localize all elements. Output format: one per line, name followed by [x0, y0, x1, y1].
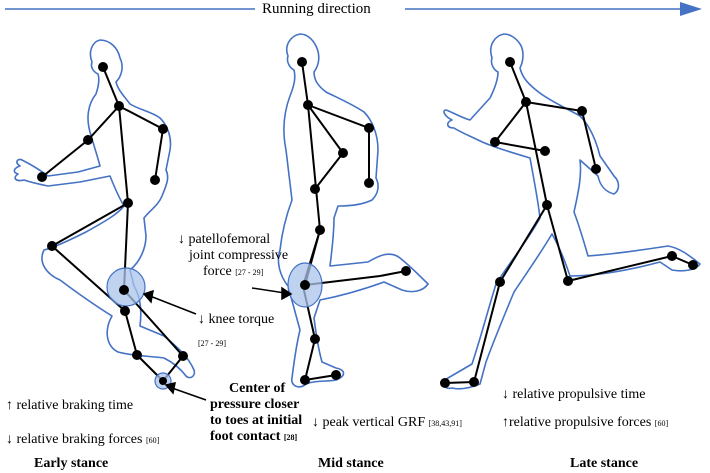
stage-label-mid: Mid stance	[318, 456, 384, 471]
cop-arrow	[171, 387, 207, 401]
running-direction-label: Running direction	[262, 1, 371, 17]
stage-label-late: Late stance	[570, 456, 639, 471]
knee-torque-text: ↓ knee torque	[198, 312, 275, 327]
late-stance-skeleton	[444, 61, 694, 384]
late-stance-body-outline	[442, 33, 701, 390]
cop-ref: [28]	[283, 433, 298, 442]
cop-line4: foot contact	[210, 429, 281, 444]
propulsive-forces-group: ↑relative propulsive forces [60]	[502, 415, 668, 432]
annotation-arrows	[142, 286, 293, 401]
mid-stance-body-outline	[277, 33, 429, 388]
early-stance-body-outline	[13, 39, 196, 379]
knee-torque-ref: [27 - 29]	[198, 339, 226, 348]
patello-line1: ↓ patellofemoral	[178, 232, 271, 247]
mid-stance-joints	[297, 57, 411, 385]
propulsive-forces-ref: [60]	[654, 419, 669, 428]
patello-line2: joint compressive	[189, 248, 289, 263]
late-stance-figure	[440, 33, 701, 390]
mid-stance-figure	[277, 33, 429, 388]
cop-line4-group: foot contact [28]	[210, 429, 297, 446]
cop-line3: to toes at initial	[210, 413, 303, 428]
peak-grf-ref: [38,43,91]	[428, 419, 462, 428]
cop-line1: Center of	[229, 381, 286, 396]
early-stance-skeleton	[41, 66, 184, 382]
propulsive-forces-text: ↑relative propulsive forces	[502, 415, 652, 430]
patello-line3: force	[203, 264, 232, 279]
early-stance-joints	[37, 62, 188, 385]
braking-forces-ref: [60]	[145, 436, 160, 445]
late-stance-joints	[440, 57, 698, 388]
early-stance-figure	[13, 39, 196, 390]
braking-forces-group: ↓ relative braking forces [60]	[6, 432, 159, 449]
braking-forces-text: ↓ relative braking forces	[6, 432, 143, 447]
mid-stance-skeleton	[301, 61, 407, 381]
braking-time-text: ↑ relative braking time	[6, 398, 134, 413]
propulsive-time-text: ↓ relative propulsive time	[502, 387, 646, 402]
cop-line2: pressure closer	[210, 397, 300, 412]
running-direction-arrow	[5, 2, 702, 16]
patello-line3-group: force [27 - 29]	[203, 264, 263, 281]
peak-grf-text: ↓ peak vertical GRF	[312, 415, 426, 430]
patello-ref: [27 - 29]	[235, 268, 264, 277]
patello-arrow	[251, 287, 286, 294]
peak-grf-group: ↓ peak vertical GRF [38,43,91]	[312, 415, 462, 432]
knee-torque-arrow	[149, 295, 197, 315]
stage-label-early: Early stance	[34, 456, 109, 471]
